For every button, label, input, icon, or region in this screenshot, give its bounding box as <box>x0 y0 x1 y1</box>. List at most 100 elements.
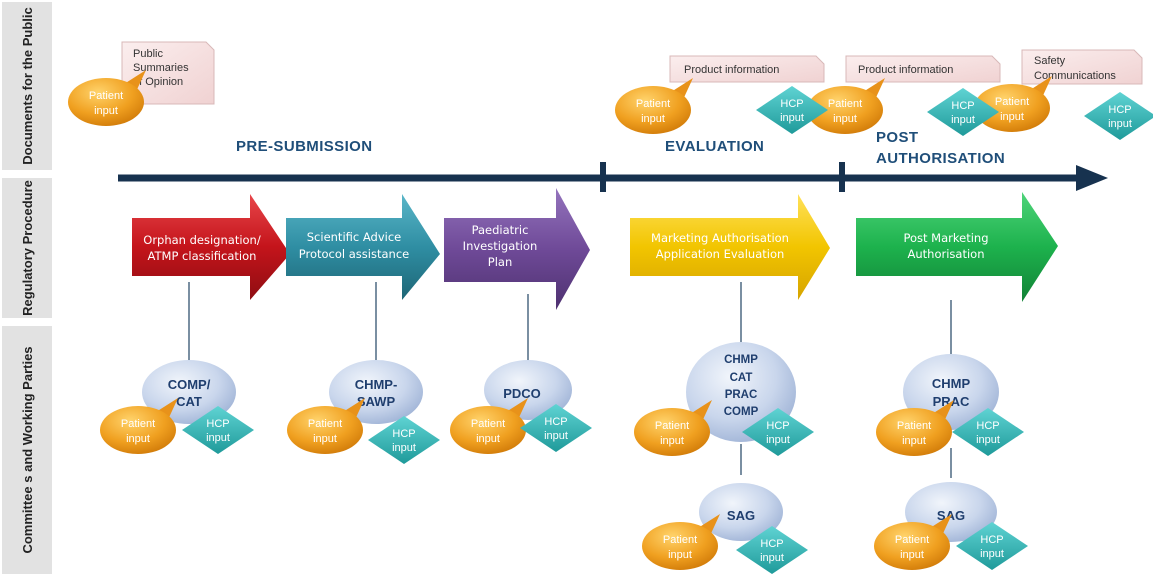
diamond-icon <box>1084 92 1153 140</box>
hcp-input-label: input <box>976 434 1000 446</box>
patient-input-label: Patient <box>636 98 670 110</box>
procedure-label: Plan <box>488 255 512 269</box>
procedure-scientific-advice: Scientific Advice Protocol assistance <box>286 194 440 300</box>
hcp-input-diamond: HCP input <box>956 522 1028 570</box>
hcp-input-label: HCP <box>760 538 783 550</box>
committee-label: PRAC <box>933 394 970 409</box>
diamond-icon <box>756 86 828 134</box>
document-label: Summaries <box>133 62 189 74</box>
patient-input-label: Patient <box>897 420 931 432</box>
committee-pdco: PDCO <box>484 360 572 420</box>
red-arrow <box>132 194 290 300</box>
diamond-icon <box>742 408 814 456</box>
patient-input-label: Patient <box>471 418 505 430</box>
hcp-input-diamond: HCP input <box>520 404 592 452</box>
hcp-input-label: input <box>951 114 975 126</box>
patient-bubble-shape <box>876 408 952 456</box>
regulatory-row-label: Regulatory Procedure <box>20 180 35 316</box>
phase-post-line1: POST <box>876 129 918 146</box>
committees-row-box <box>2 326 52 574</box>
hcp-input-label: HCP <box>980 534 1003 546</box>
patient-input-label: Patient <box>828 98 862 110</box>
phase-pre-submission: PRE-SUBMISSION <box>236 138 372 155</box>
procedure-orphan: Orphan designation/ ATMP classification <box>132 194 290 300</box>
patient-input-bubble: Patient input <box>876 400 954 456</box>
purple-arrow <box>444 188 590 310</box>
diamond-icon <box>952 408 1024 456</box>
patient-input-label: Patient <box>663 534 697 546</box>
patient-input-label: input <box>313 433 337 445</box>
document-box <box>845 55 1001 83</box>
hcp-input-label: HCP <box>1108 104 1131 116</box>
patient-input-label: Patient <box>995 96 1029 108</box>
document-product-info-1: Product information <box>669 55 825 83</box>
patient-input-bubbles: PatientinputPatientinputPatientinputPati… <box>68 70 1052 570</box>
hcp-input-label: input <box>760 552 784 564</box>
committee-label: CHMP <box>932 376 971 391</box>
document-label: Public <box>133 48 163 60</box>
patient-input-label: Patient <box>121 418 155 430</box>
patient-input-label: Patient <box>655 420 689 432</box>
procedure-marketing: Marketing Authorisation Application Eval… <box>630 194 830 300</box>
document-product-info-2: Product information <box>845 55 1001 83</box>
row-labels: Documents for the Public Regulatory Proc… <box>2 2 52 574</box>
procedure-label: Application Evaluation <box>656 247 785 261</box>
patient-bubble-shape <box>642 522 718 570</box>
patient-input-bubble: Patient input <box>100 398 178 454</box>
committee-label: CAT <box>176 394 202 409</box>
documents-row-label: Documents for the Public <box>20 7 35 164</box>
patient-input-label: input <box>660 435 684 447</box>
yellow-arrow <box>630 194 830 300</box>
procedure-label: Orphan designation/ <box>143 233 261 247</box>
document-label: of Opinion <box>133 76 183 88</box>
patient-bubble-shape <box>287 406 363 454</box>
patient-bubble-shape <box>450 406 526 454</box>
hcp-input-label: input <box>766 434 790 446</box>
hcp-input-label: input <box>980 548 1004 560</box>
patient-input-label: input <box>902 435 926 447</box>
patient-input-label: input <box>126 433 150 445</box>
patient-input-label: input <box>641 113 665 125</box>
procedure-label: Paediatric <box>472 223 529 237</box>
document-label: Product information <box>858 64 953 76</box>
hcp-input-label: input <box>544 430 568 442</box>
patient-input-bubble: Patient input <box>642 514 720 570</box>
committee-label: COMP <box>724 406 759 418</box>
timeline-divider-post <box>839 162 845 192</box>
patient-input-label: input <box>94 105 118 117</box>
patient-input-label: input <box>668 549 692 561</box>
committee-blob <box>699 483 783 541</box>
diamond-icon <box>368 416 440 464</box>
committee-label: PDCO <box>503 386 541 401</box>
hcp-input-label: HCP <box>766 420 789 432</box>
phase-evaluation: EVALUATION <box>665 138 764 155</box>
document-box <box>1021 49 1143 85</box>
timeline: PRE-SUBMISSION EVALUATION POST AUTHORISA… <box>118 129 1108 192</box>
timeline-arrowhead <box>1076 165 1108 191</box>
hcp-input-diamond: HCP input <box>952 408 1024 456</box>
committee-label: CHMP- <box>355 377 398 392</box>
committee-label: SAWP <box>357 394 396 409</box>
committee-blob <box>484 360 572 420</box>
diamond-icon <box>520 404 592 452</box>
hcp-input-label: HCP <box>544 416 567 428</box>
patient-input-bubble: Patient input <box>807 78 885 134</box>
patient-bubble-shape <box>974 84 1050 132</box>
procedure-label: Marketing Authorisation <box>651 231 789 245</box>
patient-bubble-shape <box>874 522 950 570</box>
connector-lines <box>188 282 952 478</box>
hcp-input-label: HCP <box>976 420 999 432</box>
document-public-summaries: Public Summaries of Opinion <box>121 41 215 105</box>
procedure-paediatric: Paediatric Investigation Plan <box>444 188 590 310</box>
committee-label: COMP/ <box>168 377 211 392</box>
hcp-input-label: HCP <box>392 428 415 440</box>
patient-input-label: input <box>833 113 857 125</box>
